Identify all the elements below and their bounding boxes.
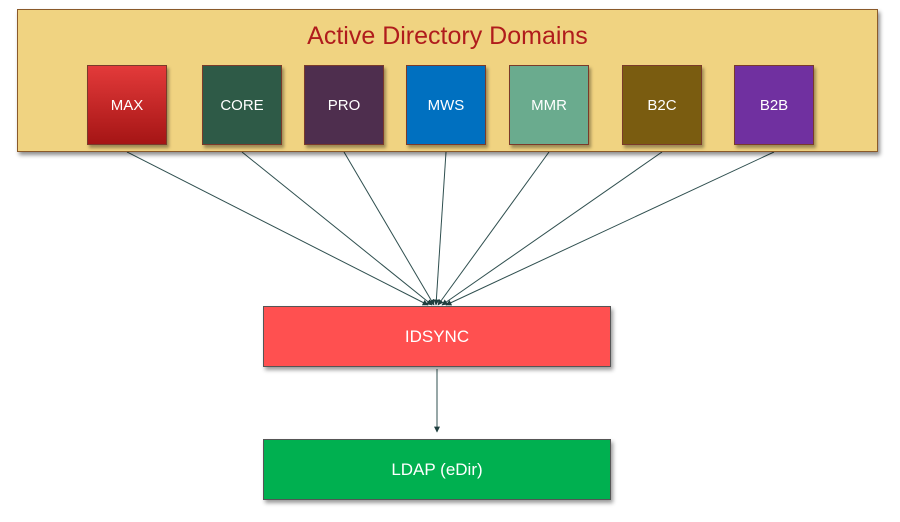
domain-label: PRO — [327, 96, 361, 114]
domain-box-mmr[interactable]: MMR — [509, 65, 589, 145]
connector-core-to-idsync — [241, 151, 433, 306]
domain-box-max[interactable]: MAX — [87, 65, 167, 145]
domain-label: B2C — [647, 96, 677, 114]
panel-title: Active Directory Domains — [307, 22, 588, 50]
connector-pro-to-idsync — [343, 151, 435, 306]
domain-label: B2B — [759, 96, 789, 114]
idsync-box[interactable]: IDSYNC — [263, 306, 611, 367]
domain-label: MMR — [531, 96, 567, 114]
connector-mws-to-idsync — [433, 151, 447, 306]
domain-box-b2b[interactable]: B2B — [734, 65, 814, 145]
domain-box-pro[interactable]: PRO — [304, 65, 384, 145]
domain-box-mws[interactable]: MWS — [406, 65, 486, 145]
domain-label: MAX — [110, 96, 144, 114]
connector-mmr-to-idsync — [437, 151, 550, 306]
domain-box-core[interactable]: CORE — [202, 65, 282, 145]
ldap-label: LDAP (eDir) — [391, 459, 483, 479]
domain-label: CORE — [220, 96, 264, 114]
domain-label: MWS — [427, 96, 465, 114]
ldap-box[interactable]: LDAP (eDir) — [263, 439, 611, 500]
connector-b2b-to-idsync — [445, 151, 775, 306]
connector-max-to-idsync — [126, 151, 429, 306]
connector-b2c-to-idsync — [441, 151, 663, 306]
domain-box-b2c[interactable]: B2C — [622, 65, 702, 145]
idsync-label: IDSYNC — [404, 326, 470, 346]
